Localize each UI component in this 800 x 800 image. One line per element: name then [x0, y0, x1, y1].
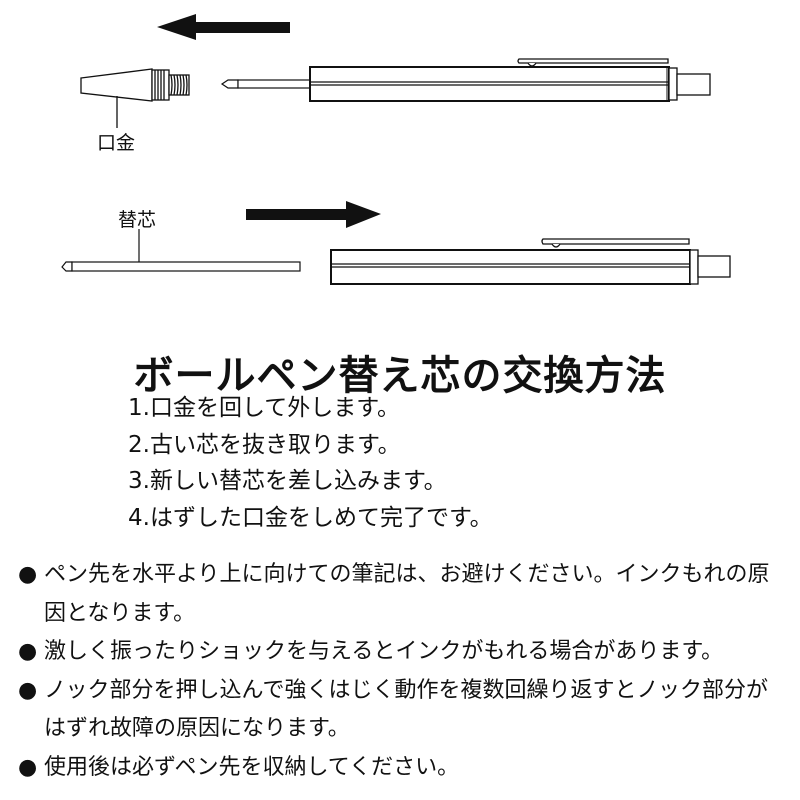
bullet-icon: ● — [18, 754, 38, 780]
caution-notes: ● ペン先を水平より上に向けての筆記は、お避けください。インクもれの原因となりま… — [18, 556, 788, 787]
nozzle-illustration — [80, 68, 190, 128]
bullet-icon: ● — [18, 677, 38, 703]
nozzle-label: 口金 — [97, 132, 136, 154]
pen-body-illustration-bottom — [330, 238, 731, 285]
arrow-right-icon — [246, 201, 381, 228]
note-text: 使用後は必ずペン先を収納してください。 — [44, 754, 460, 780]
note-item: ● 激しく振ったりショックを与えるとインクがもれる場合があります。 — [18, 633, 788, 672]
note-item: ● 使用後は必ずペン先を収納してください。 — [18, 749, 788, 788]
bullet-icon: ● — [18, 639, 38, 664]
refill-illustration — [61, 229, 301, 272]
bullet-icon: ● — [18, 562, 38, 587]
note-text: ペン先を水平より上に向けての筆記は、お避けください。インクもれの原因となります。 — [44, 562, 770, 626]
note-text: ノック部分を押し込んで強くはじく動作を複数回繰り返すとノック部分がはずれ故障の原… — [44, 677, 769, 742]
note-text: 激しく振ったりショックを与えるとインクがもれる場合があります。 — [44, 639, 724, 664]
step-item: 2.古い芯を抜き取ります。 — [128, 431, 401, 458]
step-item: 4.はずした口金をしめて完了です。 — [128, 504, 493, 531]
page-title: ボールペン替え芯の交換方法 — [133, 352, 667, 399]
step-list: 1.口金を回して外します。 2.古い芯を抜き取ります。 3.新しい替芯を差し込み… — [128, 390, 493, 536]
pen-body-illustration-top — [309, 58, 711, 102]
note-item: ● ノック部分を押し込んで強くはじく動作を複数回繰り返すとノック部分がはずれ故障… — [18, 672, 788, 749]
step-item: 1.口金を回して外します。 — [128, 395, 400, 421]
arrow-left-icon — [157, 14, 290, 40]
refill-label: 替芯 — [118, 209, 157, 231]
step-item: 3.新しい替芯を差し込みます。 — [128, 468, 447, 494]
refill-tip-illustration — [220, 79, 311, 89]
note-item: ● ペン先を水平より上に向けての筆記は、お避けください。インクもれの原因となりま… — [18, 556, 788, 633]
refill-replacement-diagram: 口金 替芯 — [0, 0, 800, 310]
